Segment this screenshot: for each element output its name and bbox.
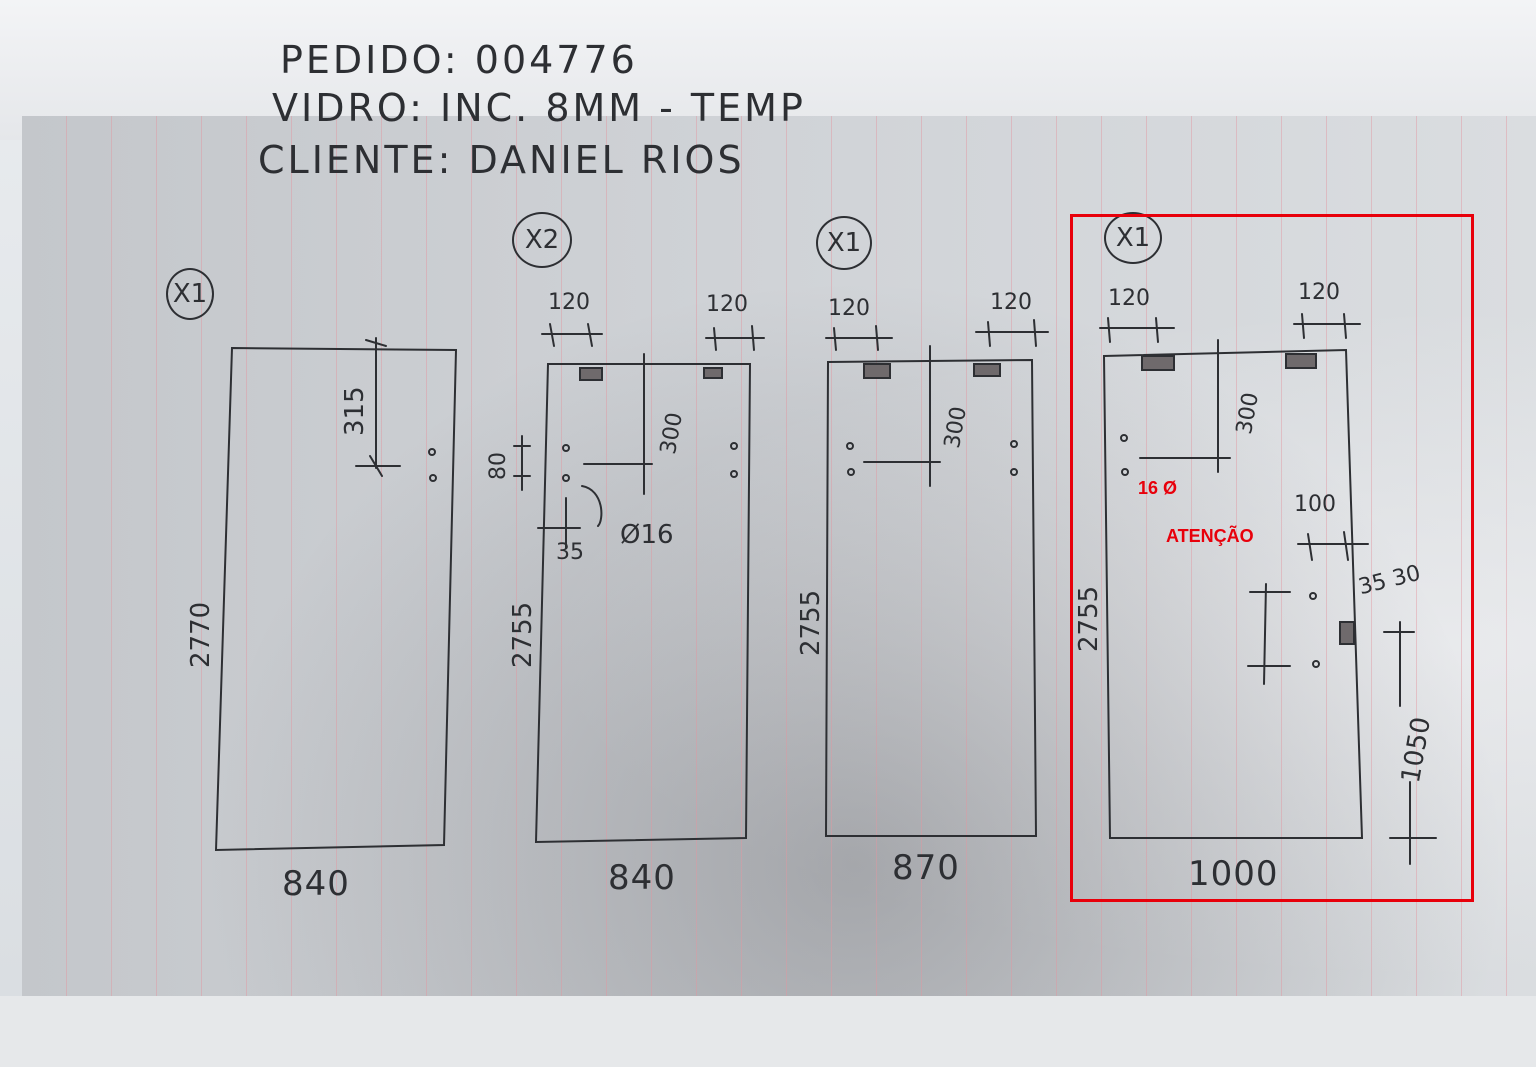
piece-1-qty: X1 <box>166 268 214 320</box>
piece-3-height: 2755 <box>796 589 826 656</box>
piece-4-qty: X1 <box>1104 212 1162 264</box>
piece-3-qty: X1 <box>816 216 872 270</box>
piece-2-hole-spacing: 80 <box>486 452 511 480</box>
piece-2-qty: X2 <box>512 212 572 268</box>
piece-3-outline <box>824 358 1038 837</box>
piece-2-edge-offset: 35 <box>556 540 584 565</box>
piece-2-width: 840 <box>608 858 676 898</box>
piece-3-left-notch: 120 <box>828 296 870 321</box>
piece-4-handle-offset: 100 <box>1294 492 1336 517</box>
piece-2-hole-diameter: Ø16 <box>620 520 674 550</box>
piece-1-height: 2770 <box>186 601 216 668</box>
piece-1-hole-offset: 315 <box>340 386 370 436</box>
piece-1-width: 840 <box>282 864 350 904</box>
piece-4-left-notch: 120 <box>1108 286 1150 311</box>
piece-1-outline <box>214 346 458 852</box>
order-number: PEDIDO: 004776 <box>280 38 638 82</box>
piece-2-right-notch: 120 <box>706 292 748 317</box>
piece-2-outline <box>534 363 752 844</box>
piece-4-right-notch: 120 <box>1298 280 1340 305</box>
highlight-box <box>1070 214 1474 902</box>
glass-spec: VIDRO: INC. 8MM - TEMP <box>272 86 806 130</box>
warning-annotation: ATENÇÃO <box>1166 526 1254 546</box>
desk-surface <box>0 996 1536 1067</box>
piece-4-outline <box>1102 348 1364 839</box>
ruled-paper <box>22 116 1536 996</box>
diameter-annotation: 16 Ø <box>1138 478 1178 498</box>
piece-3-width: 870 <box>892 848 960 888</box>
client-name: CLIENTE: DANIEL RIOS <box>258 138 745 182</box>
piece-2-height: 2755 <box>508 601 538 668</box>
piece-3-right-notch: 120 <box>990 290 1032 315</box>
piece-4-width: 1000 <box>1188 854 1279 894</box>
piece-2-left-notch: 120 <box>548 290 590 315</box>
